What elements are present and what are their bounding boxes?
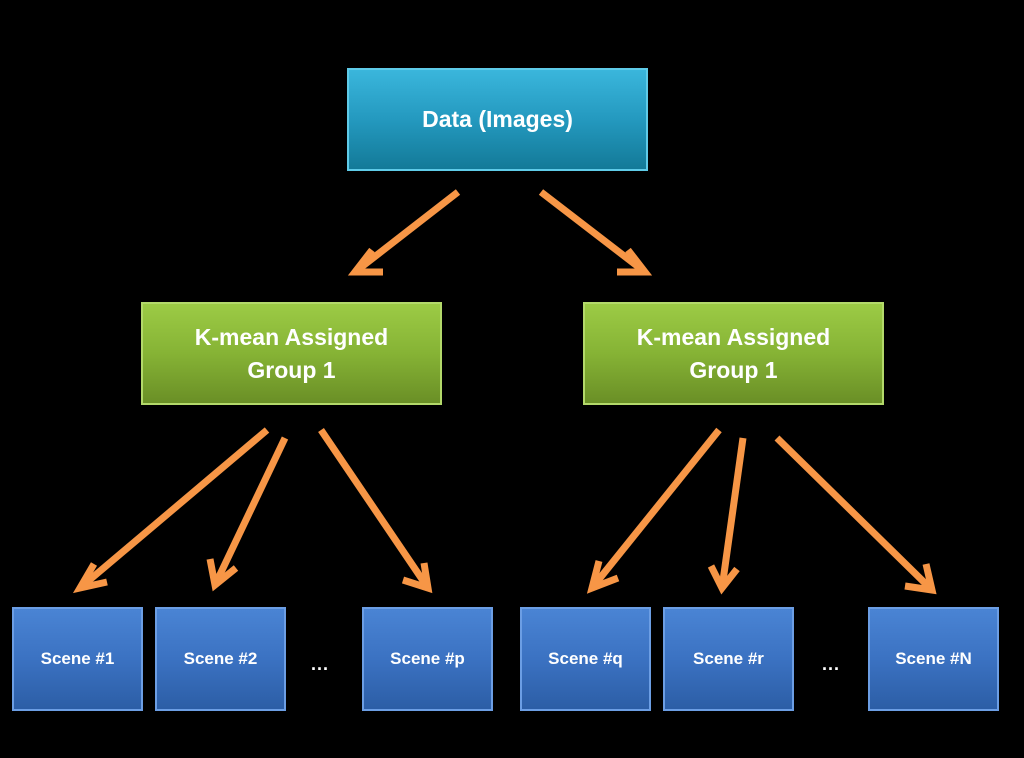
ellipsis-left: ... (311, 654, 330, 674)
arrow-group-2-to-scene-r (707, 437, 747, 595)
scene-node-n-label: Scene #N (895, 649, 972, 668)
group-node-1: K-mean Assigned Group 1 (141, 302, 442, 405)
scene-node-p: Scene #p (362, 607, 493, 711)
scene-node-q: Scene #q (520, 607, 651, 711)
scene-node-r: Scene #r (663, 607, 794, 711)
scene-node-1-label: Scene #1 (40, 649, 115, 668)
scene-node-n: Scene #N (868, 607, 999, 711)
group-node-2: K-mean Assigned Group 1 (583, 302, 884, 405)
scene-node-r-label: Scene #r (693, 649, 764, 668)
scene-node-q-label: Scene #q (548, 649, 623, 668)
group-node-2-label: K-mean Assigned Group 1 (636, 323, 831, 383)
arrow-group-2-to-scene-q (586, 427, 722, 594)
arrow-group-1-to-scene-p (318, 428, 433, 594)
root-node-label: Data (Images) (422, 106, 573, 132)
arrow-group-2-to-scene-n (774, 435, 937, 595)
scene-node-2-label: Scene #2 (183, 649, 258, 668)
group-node-1-label: K-mean Assigned Group 1 (194, 323, 389, 383)
root-node-data-images: Data (Images) (347, 68, 648, 171)
scene-node-2: Scene #2 (155, 607, 286, 711)
ellipsis-right: ... (822, 654, 841, 674)
arrow-root-to-group-1 (347, 189, 461, 276)
arrow-group-1-to-scene-1 (72, 427, 270, 594)
arrow-group-1-to-scene-2 (206, 436, 289, 592)
arrow-root-to-group-2 (538, 189, 653, 276)
scene-node-p-label: Scene #p (390, 649, 465, 668)
scene-node-1: Scene #1 (12, 607, 143, 711)
